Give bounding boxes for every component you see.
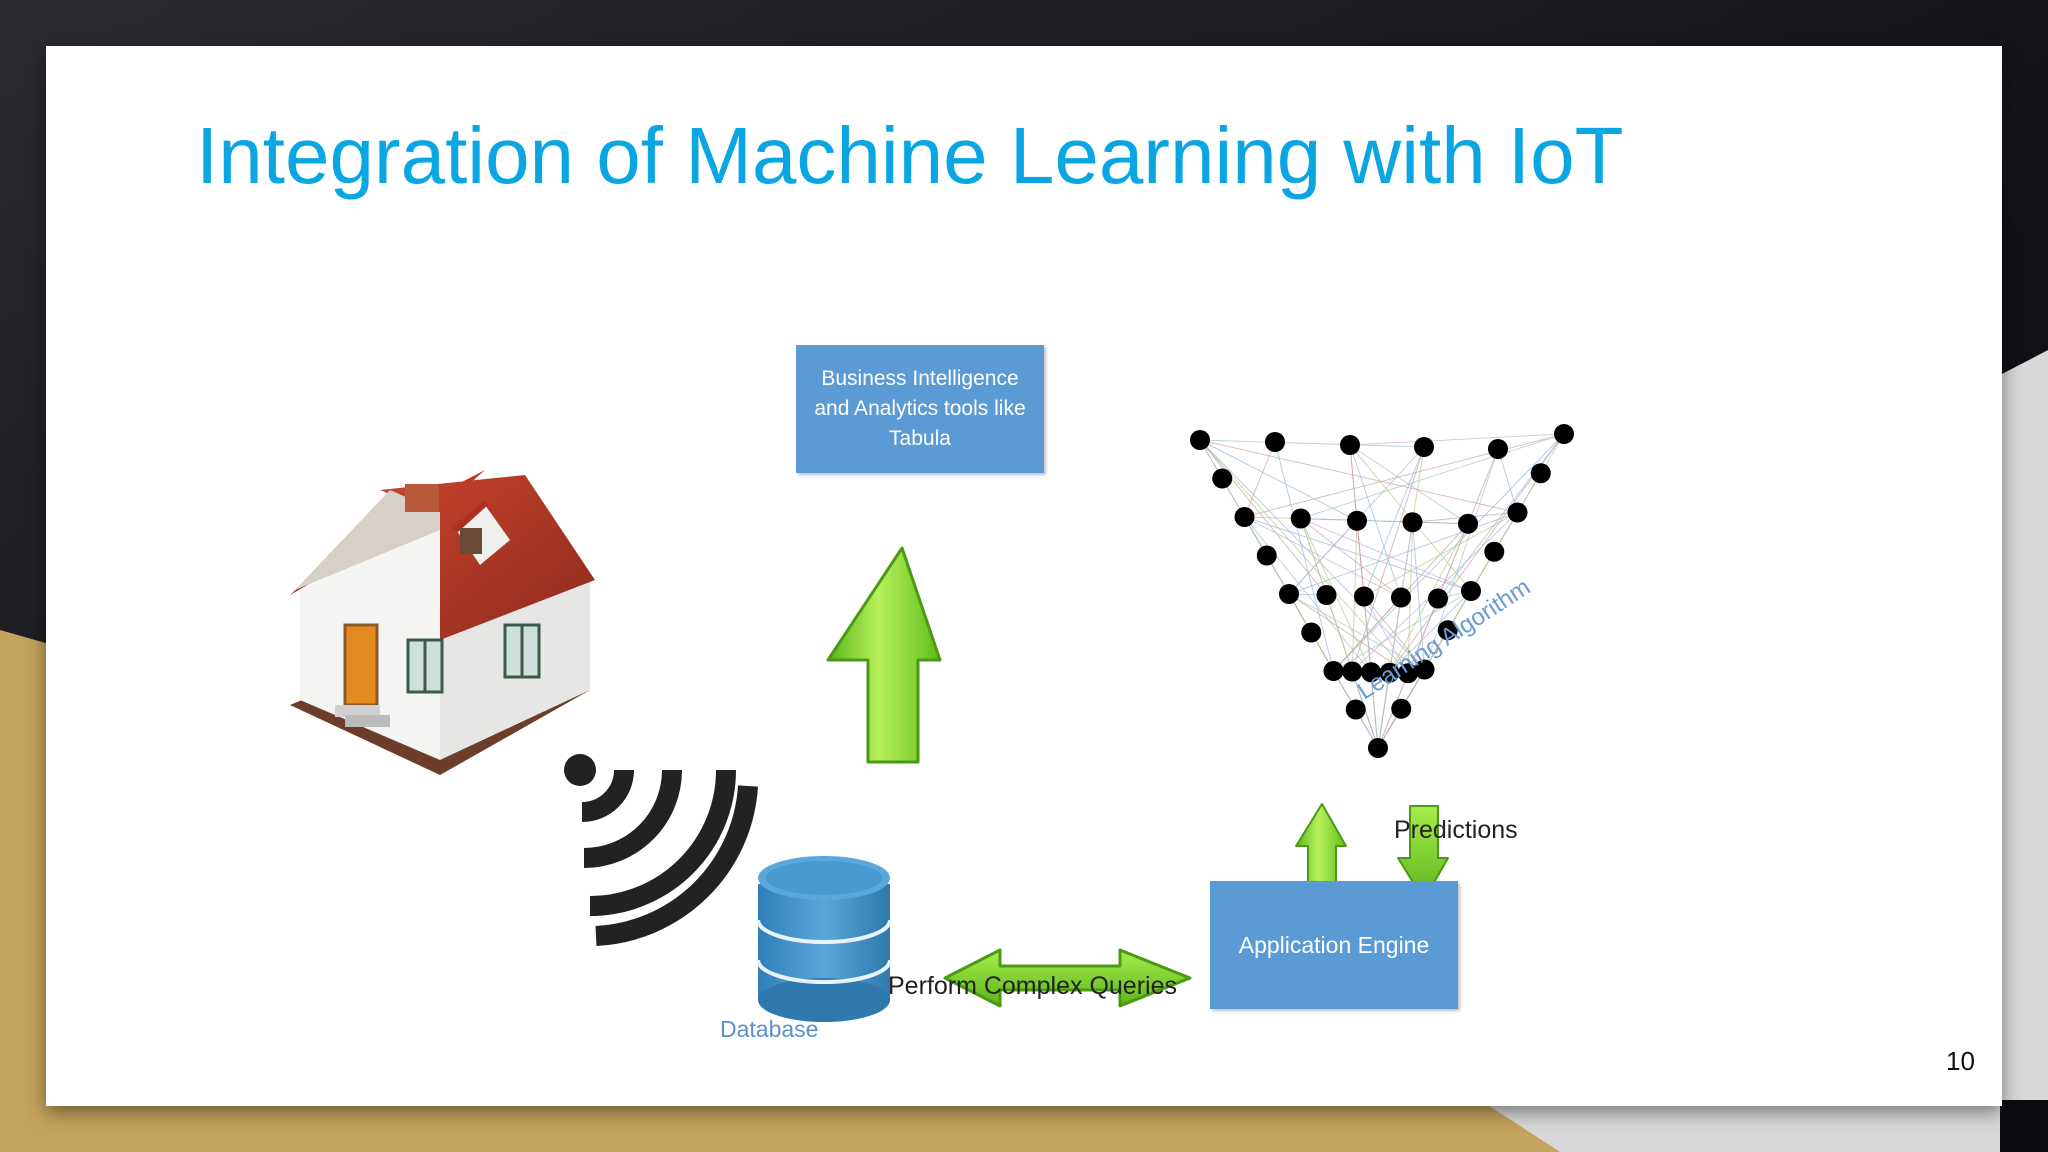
network-edge: [1288, 593, 1425, 670]
network-edge: [1497, 448, 1518, 513]
network-node: [1368, 738, 1388, 758]
network-node: [1554, 424, 1574, 444]
network-node: [1398, 663, 1418, 684]
network-edge: [1300, 518, 1402, 598]
network-node: [1342, 661, 1363, 682]
double-arrow-icon: [943, 948, 1192, 1008]
slide-title: Integration of Machine Learning with IoT: [196, 111, 1624, 200]
network-edge: [1349, 444, 1402, 598]
neural-network-icon: [1190, 424, 1574, 758]
database-icon: [756, 856, 892, 1022]
network-edge: [1424, 448, 1499, 670]
network-edge: [1244, 441, 1276, 518]
up-arrow-icon: [826, 546, 942, 764]
network-node: [1391, 698, 1412, 719]
network-node: [1530, 463, 1551, 484]
network-edge: [1199, 439, 1518, 513]
network-edge: [1363, 446, 1425, 597]
network-edge: [1244, 433, 1565, 518]
network-node: [1354, 586, 1374, 607]
network-edge: [1274, 441, 1334, 672]
network-node: [1458, 513, 1478, 534]
network-node: [1379, 662, 1400, 683]
network-node: [1428, 588, 1448, 609]
network-edge: [1389, 590, 1472, 674]
predictions-label: Predictions: [1394, 816, 1518, 844]
network-node: [1345, 699, 1366, 720]
network-node: [1279, 584, 1299, 604]
application-engine-box: Application Engine: [1210, 881, 1458, 1009]
queries-label: Perform Complex Queries: [888, 972, 1177, 1000]
network-node: [1507, 502, 1528, 523]
small-down-arrow-icon: [1397, 805, 1449, 901]
network-node: [1301, 622, 1322, 643]
network-edge: [1363, 512, 1518, 597]
network-node: [1437, 620, 1458, 641]
network-node: [1256, 545, 1277, 566]
network-node: [1402, 512, 1423, 533]
application-engine-label: Application Engine: [1238, 931, 1430, 958]
network-edge: [1288, 512, 1518, 595]
network-node: [1391, 587, 1411, 608]
network-edge: [1300, 518, 1472, 592]
wifi-signal-icon: [564, 754, 758, 946]
network-edge: [1244, 516, 1472, 592]
bi-tools-box: Business Intelligence and Analytics tool…: [796, 345, 1044, 473]
network-edge: [1288, 593, 1409, 674]
network-node: [1414, 437, 1434, 457]
network-node: [1265, 432, 1285, 452]
network-node: [1323, 661, 1344, 681]
network-node: [1484, 541, 1505, 562]
gold-band-bottom: [0, 1100, 1640, 1152]
network-node: [1461, 581, 1481, 601]
network-node: [1340, 435, 1360, 455]
house-icon: [290, 470, 595, 775]
network-edge: [1300, 433, 1565, 519]
network-edge: [1199, 439, 1425, 448]
bi-tools-label: Business Intelligence and Analytics tool…: [814, 367, 1026, 450]
network-edge: [1333, 433, 1565, 672]
network-edge: [1300, 518, 1469, 525]
database-label: Database: [720, 1016, 819, 1042]
network-edge: [1199, 439, 1358, 522]
network-edge: [1349, 433, 1565, 446]
network-node: [1361, 662, 1381, 683]
network-node: [1290, 508, 1311, 529]
network-node: [1212, 468, 1233, 489]
network-edge: [1437, 433, 1565, 599]
network-node: [1316, 585, 1337, 605]
network-edge: [1377, 629, 1449, 749]
network-edge: [1199, 439, 1425, 670]
network-node: [1414, 659, 1435, 680]
network-node: [1190, 430, 1210, 450]
network-node: [1488, 439, 1508, 459]
network-edge: [1377, 672, 1390, 749]
page-number: 10: [1946, 1046, 1975, 1076]
network-edge: [1412, 522, 1425, 670]
network-node: [1234, 507, 1255, 527]
network-edge: [1363, 596, 1409, 674]
network-node: [1347, 510, 1367, 531]
